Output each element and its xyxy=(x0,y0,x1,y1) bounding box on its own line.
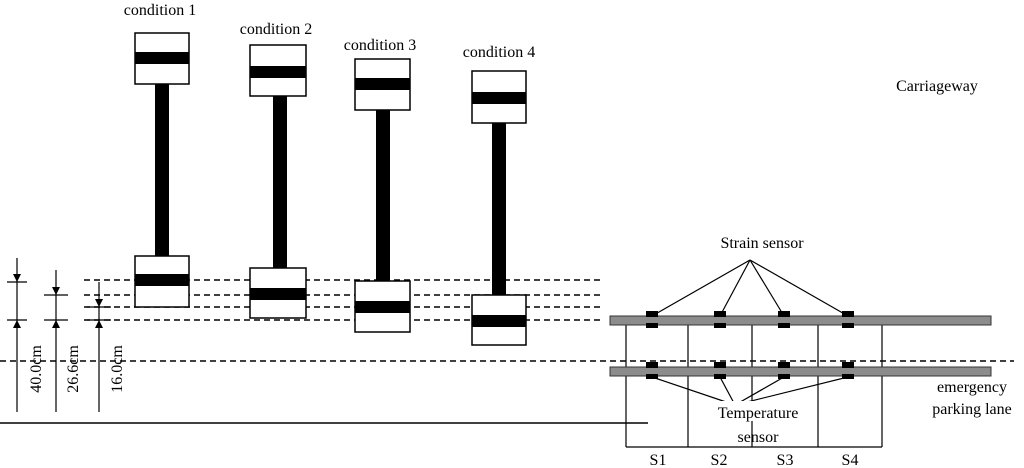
emergency-lane-label-line1: emergency xyxy=(937,379,1007,396)
strain-sensor-leader-lines xyxy=(651,259,849,317)
temperature-sensor-label-line1: Temperature xyxy=(718,405,799,422)
section-label-s3: S3 xyxy=(777,452,794,468)
sensor-section-grid xyxy=(625,325,883,448)
axle-condition-3: condition 3 xyxy=(344,37,416,333)
temperature-sensor-label-line2: sensor xyxy=(738,429,780,446)
section-label-s4: S4 xyxy=(842,452,859,468)
condition-1-label: condition 1 xyxy=(124,2,196,19)
axle-condition-2: condition 2 xyxy=(240,21,312,319)
carriageway-label: Carriageway xyxy=(896,78,978,95)
condition-3-label: condition 3 xyxy=(344,37,416,54)
axle-bar xyxy=(492,123,506,295)
temperature-sensor-leader-lines xyxy=(651,376,849,406)
dimension-26-6cm: 26.6cm xyxy=(44,270,82,412)
dimension-label-26-6cm: 26.6cm xyxy=(65,345,82,393)
dimension-label-16cm: 16.0cm xyxy=(109,345,126,393)
dimension-40cm: 40.0cm xyxy=(7,258,45,412)
strain-sensor-label: Strain sensor xyxy=(720,235,804,252)
axle-bar xyxy=(376,110,390,281)
strain-sensor-strip xyxy=(609,315,992,326)
temperature-sensor-strip xyxy=(609,366,992,377)
axle-bar xyxy=(155,84,169,256)
temperature-sensor-markers xyxy=(646,362,854,379)
condition-4-label: condition 4 xyxy=(463,44,535,61)
section-label-s1: S1 xyxy=(650,452,667,468)
emergency-lane-label-line2: parking lane xyxy=(932,401,1012,418)
temperature-label-backdrop xyxy=(704,401,812,421)
axle-condition-1: condition 1 xyxy=(124,2,196,308)
strain-sensor-markers xyxy=(646,311,854,328)
axle-condition-4: condition 4 xyxy=(463,44,535,346)
axle-bar xyxy=(273,96,287,268)
section-label-s2: S2 xyxy=(711,452,728,468)
condition-2-label: condition 2 xyxy=(240,21,312,38)
dimension-16cm: 16.0cm xyxy=(87,282,126,412)
dimension-label-40cm: 40.0cm xyxy=(28,345,45,393)
